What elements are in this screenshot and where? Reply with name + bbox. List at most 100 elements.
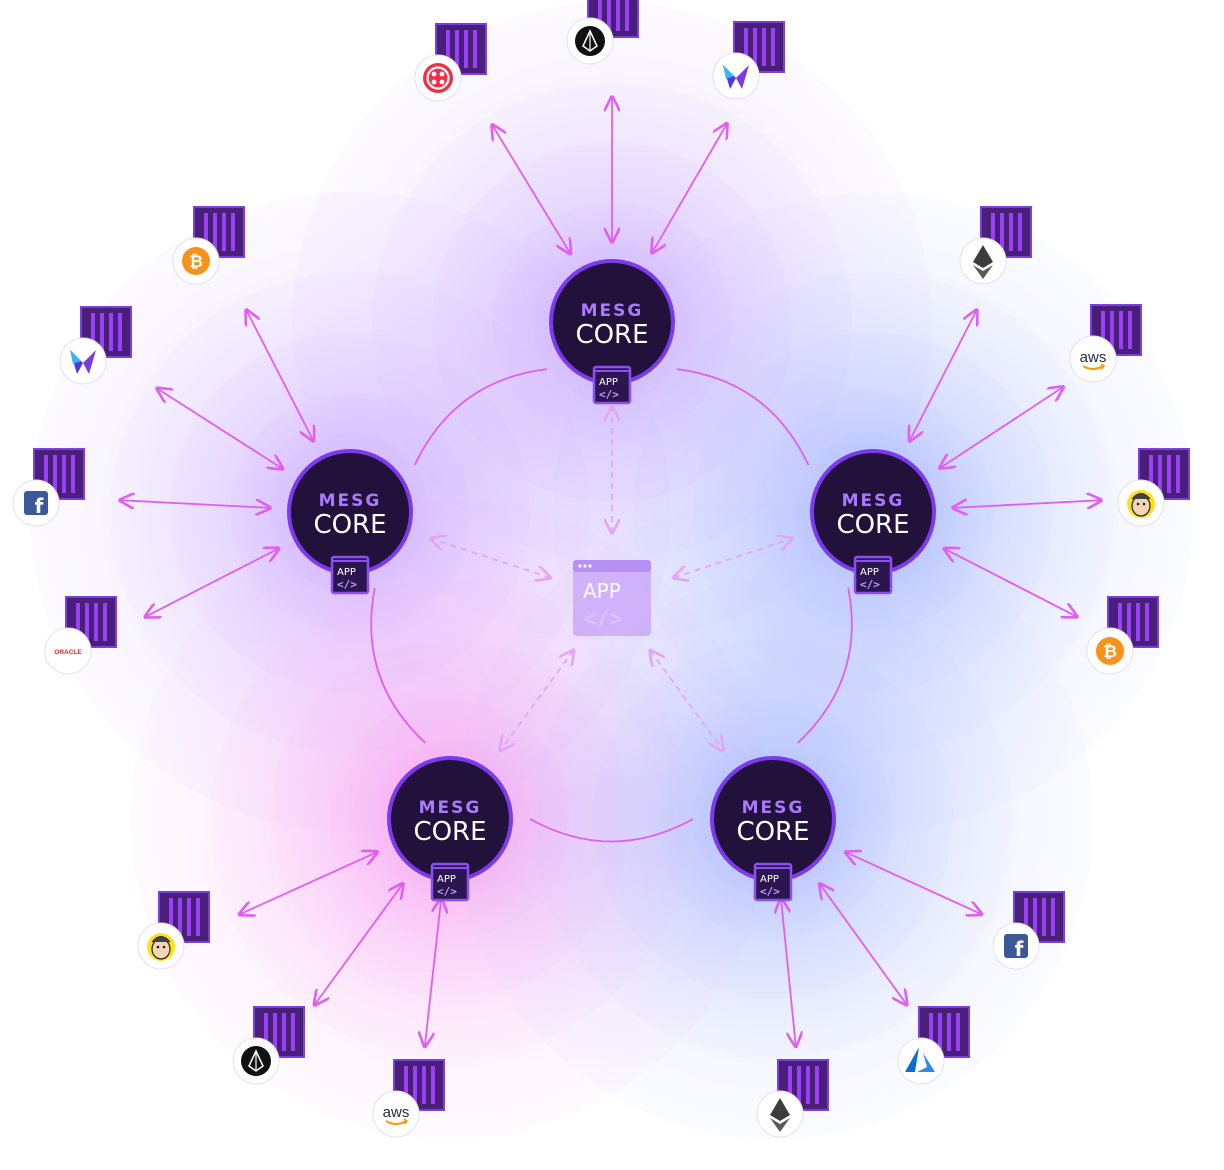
core-app-badge: APP </> [592, 365, 632, 405]
core-app-badge: APP </> [753, 862, 793, 902]
core-node[interactable]: MESG CORE APP </> [549, 259, 675, 405]
svg-text:₿: ₿ [1103, 642, 1117, 662]
core-core-label: CORE [736, 817, 809, 847]
svg-text:f: f [1015, 937, 1024, 961]
service-node[interactable]: f [992, 891, 1065, 970]
service-badge [1117, 479, 1165, 527]
service-node[interactable]: f [12, 448, 85, 527]
service-badge [59, 337, 107, 385]
icon-badge [59, 337, 107, 385]
service-node[interactable] [232, 1006, 305, 1085]
service-badge [137, 922, 185, 970]
service-link-arrow [145, 548, 279, 616]
app-badge-code: </> [760, 885, 780, 898]
icon-badge [897, 1037, 945, 1085]
service-badge: f [12, 479, 60, 527]
service-link-arrow [239, 852, 377, 914]
service-node[interactable] [414, 23, 487, 102]
service-badge: f [992, 922, 1040, 970]
facebook-icon: f [1004, 934, 1028, 961]
center-app-titlebar [573, 560, 651, 572]
aws-icon: aws [383, 1104, 410, 1125]
icon-badge [712, 52, 760, 100]
window-dot [578, 564, 582, 568]
service-link-arrow [425, 899, 441, 1047]
service-node[interactable]: ₿ [1086, 596, 1159, 675]
app-badge-box [592, 365, 632, 405]
core-link-arc [413, 368, 548, 466]
service-badge: aws [1069, 335, 1117, 383]
core-app-badge: APP </> [853, 555, 893, 595]
core-mesg-label: MESG [742, 798, 805, 818]
app-badge-box [853, 555, 893, 595]
core-mesg-label: MESG [842, 491, 905, 511]
core-link-arc [370, 587, 426, 744]
service-link-arrow [953, 500, 1101, 508]
core-app-badge: APP </> [430, 862, 470, 902]
icon-badge [1069, 335, 1117, 383]
aws-icon: aws [1080, 349, 1106, 370]
service-node[interactable] [59, 306, 132, 385]
service-node[interactable]: aws [372, 1059, 445, 1138]
service-link-arrow [120, 500, 270, 508]
service-badge [756, 1090, 804, 1138]
app-badge-label: APP [860, 567, 879, 578]
twilio-icon [423, 63, 453, 93]
service-node[interactable] [959, 206, 1032, 285]
app-link-dashed [674, 539, 793, 578]
service-badge [566, 17, 614, 65]
service-container-icon [158, 891, 210, 943]
core-node[interactable]: MESG CORE APP </> [387, 756, 513, 902]
core-app-badge: APP </> [330, 555, 370, 595]
core-core-label: CORE [575, 320, 648, 350]
service-node[interactable] [566, 0, 639, 65]
core-core-label: CORE [313, 510, 386, 540]
app-link-dashed [650, 651, 723, 751]
core-node[interactable]: MESG CORE APP </> [287, 449, 413, 595]
eos-icon [575, 26, 605, 56]
facebook-icon: f [24, 491, 48, 518]
app-link-dashed [500, 650, 573, 750]
window-dot [588, 564, 592, 568]
service-badge [712, 52, 760, 100]
app-badge-box [753, 862, 793, 902]
center-app-box [573, 560, 651, 636]
service-link-arrow [492, 125, 570, 254]
service-link-arrow [910, 310, 977, 441]
app-badge-label: APP [437, 874, 456, 885]
svg-text:aws: aws [383, 1104, 410, 1121]
app-badge-code: </> [437, 885, 457, 898]
center-app-code: </> [583, 607, 623, 632]
service-badge: ₿ [172, 237, 220, 285]
core-mesg-label: MESG [581, 301, 644, 321]
core-core-label: CORE [413, 817, 486, 847]
service-node[interactable] [897, 1006, 970, 1085]
service-node[interactable]: ₿ [172, 206, 245, 285]
eos-icon [241, 1046, 271, 1076]
service-link-arrow [846, 852, 982, 914]
core-node[interactable]: MESG CORE APP </> [710, 756, 836, 902]
service-node[interactable]: ORACLE [44, 596, 117, 675]
service-node[interactable] [1117, 448, 1190, 527]
service-node[interactable] [137, 891, 210, 970]
app-badge-code: </> [860, 578, 880, 591]
service-node[interactable] [756, 1059, 829, 1138]
window-dot [583, 564, 587, 568]
core-links [370, 368, 853, 843]
app-badge-label: APP [760, 874, 779, 885]
service-badge [414, 54, 462, 102]
service-link-arrow [820, 884, 907, 1005]
app-link-dashed [431, 539, 550, 578]
bitcoin-icon: ₿ [182, 247, 210, 275]
core-mesg-label: MESG [319, 491, 382, 511]
mailchimp-icon [147, 933, 175, 961]
service-node[interactable]: aws [1069, 304, 1142, 383]
core-link-arc [529, 818, 694, 843]
butterfly-icon [723, 65, 749, 89]
app-badge-box [430, 862, 470, 902]
azure-icon [905, 1047, 935, 1072]
service-node[interactable] [712, 21, 785, 100]
service-link-arrow [944, 549, 1077, 617]
core-node[interactable]: MESG CORE APP </> [810, 449, 936, 595]
